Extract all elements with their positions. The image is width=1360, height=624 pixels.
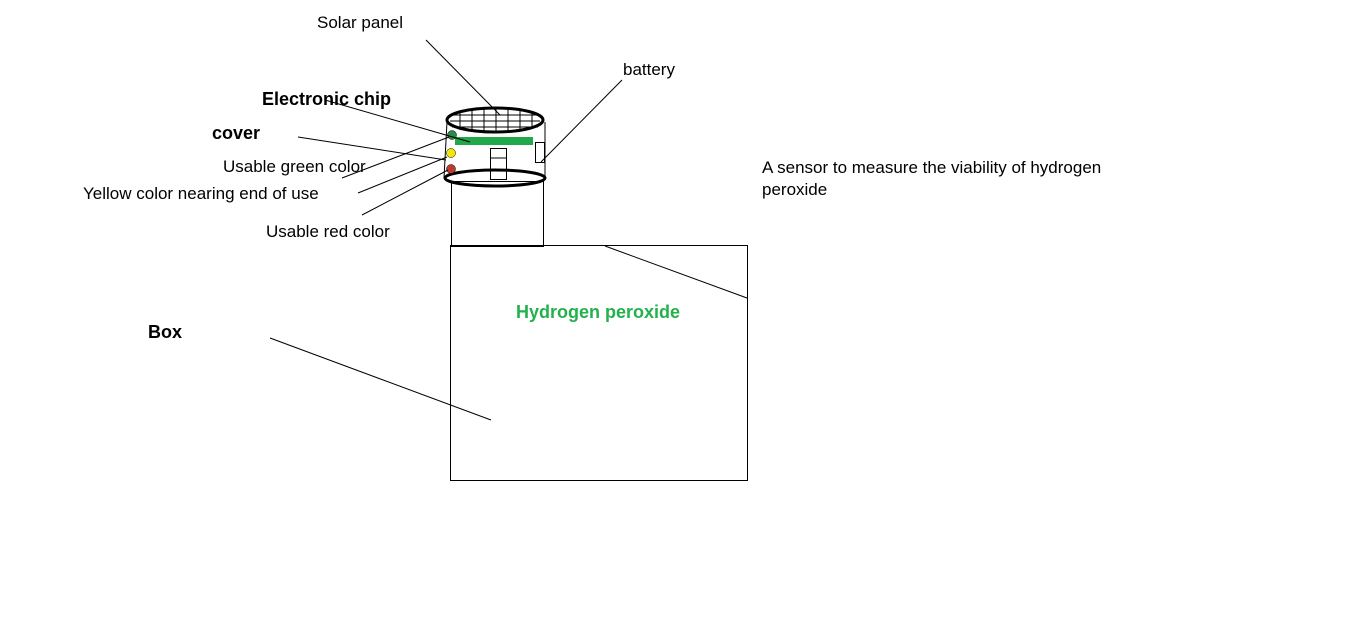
label-battery: battery xyxy=(623,60,675,79)
cylinder-left-side xyxy=(443,121,448,179)
cylinder-base xyxy=(443,168,547,188)
label-electronic-chip: Electronic chip xyxy=(262,89,391,109)
leader-usable-green xyxy=(341,136,450,179)
label-solar-panel: Solar panel xyxy=(317,13,403,32)
description-line-2: peroxide xyxy=(762,180,827,199)
leader-hydrogen-peroxide xyxy=(604,245,748,299)
box-outline xyxy=(450,245,748,481)
label-usable-red: Usable red color xyxy=(266,222,390,241)
leader-solar-panel xyxy=(425,39,501,116)
battery xyxy=(535,142,545,163)
label-box: Box xyxy=(148,322,182,342)
solar-panel xyxy=(445,106,545,134)
label-hydrogen-peroxide: Hydrogen peroxide xyxy=(516,302,680,322)
leader-electronic-chip xyxy=(324,99,471,143)
label-usable-green: Usable green color xyxy=(223,157,366,176)
label-yellow-end: Yellow color nearing end of use xyxy=(83,184,319,203)
leader-battery xyxy=(540,79,623,163)
red-indicator xyxy=(446,164,456,174)
description-line-1: A sensor to measure the viability of hyd… xyxy=(762,158,1101,177)
inner-tube xyxy=(490,148,507,180)
electronic-chip xyxy=(455,137,533,145)
sensor-neck xyxy=(451,181,544,247)
leader-yellow xyxy=(357,156,448,194)
label-cover: cover xyxy=(212,123,260,143)
leader-usable-red xyxy=(361,169,449,216)
leader-box xyxy=(269,337,492,421)
yellow-indicator xyxy=(446,148,456,158)
leader-cover xyxy=(297,136,447,161)
